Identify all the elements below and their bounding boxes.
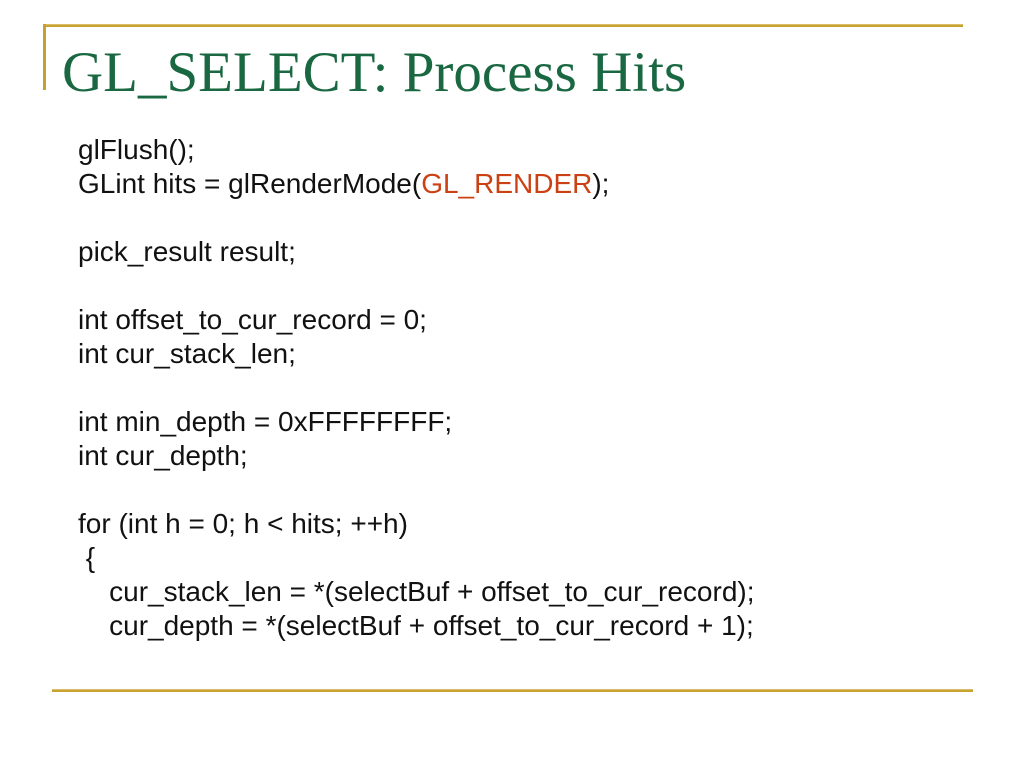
code-line: cur_stack_len = *(selectBuf + offset_to_… <box>78 575 755 609</box>
code-line: cur_depth = *(selectBuf + offset_to_cur_… <box>78 609 755 643</box>
code-block: glFlush();GLint hits = glRenderMode(GL_R… <box>78 133 755 643</box>
code-line: { <box>78 541 755 575</box>
code-segment: pick_result result; <box>78 236 296 267</box>
code-line: pick_result result; <box>78 235 755 269</box>
code-line <box>78 269 755 303</box>
code-segment: { <box>78 542 96 573</box>
code-line: glFlush(); <box>78 133 755 167</box>
code-segment: int offset_to_cur_record = 0; <box>78 304 427 335</box>
code-segment: int cur_depth; <box>78 440 248 471</box>
code-segment: GL_RENDER <box>421 168 593 199</box>
code-line: int min_depth = 0xFFFFFFFF; <box>78 405 755 439</box>
code-segment: cur_depth = *(selectBuf + offset_to_cur_… <box>78 610 754 641</box>
code-line <box>78 371 755 405</box>
slide-title: GL_SELECT: Process Hits <box>62 41 687 104</box>
code-line: int offset_to_cur_record = 0; <box>78 303 755 337</box>
code-line: int cur_depth; <box>78 439 755 473</box>
bottom-accent-line <box>52 689 973 692</box>
code-line: for (int h = 0; h < hits; ++h) <box>78 507 755 541</box>
code-segment: cur_stack_len = *(selectBuf + offset_to_… <box>78 576 755 607</box>
code-line: int cur_stack_len; <box>78 337 755 371</box>
code-segment: int cur_stack_len; <box>78 338 296 369</box>
code-line <box>78 201 755 235</box>
code-line: GLint hits = glRenderMode(GL_RENDER); <box>78 167 755 201</box>
code-line <box>78 473 755 507</box>
code-segment: for (int h = 0; h < hits; ++h) <box>78 508 408 539</box>
code-segment: ); <box>592 168 610 199</box>
top-accent-line <box>43 24 963 27</box>
code-segment: glFlush(); <box>78 134 195 165</box>
left-accent-line <box>43 24 46 90</box>
code-segment: int min_depth = 0xFFFFFFFF; <box>78 406 453 437</box>
code-segment: GLint hits = glRenderMode( <box>78 168 422 199</box>
